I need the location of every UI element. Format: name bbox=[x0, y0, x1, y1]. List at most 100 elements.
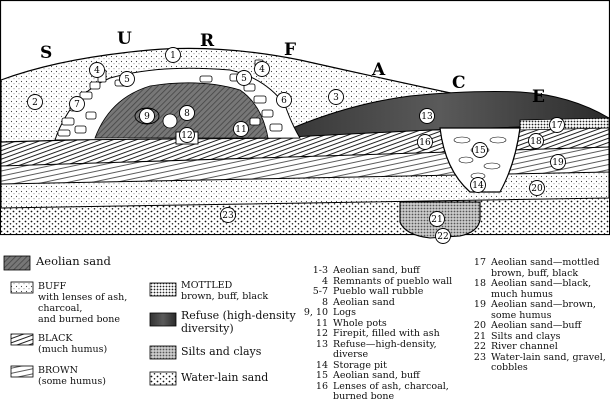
svg-text:4: 4 bbox=[94, 66, 100, 76]
key-number: 19 bbox=[473, 299, 486, 310]
key-text: Firepit, filled with ash bbox=[333, 328, 440, 339]
key-row: diverse bbox=[300, 349, 480, 361]
key-text: brown, buff, black bbox=[491, 267, 579, 279]
key-text: Lenses of ash, charcoal, bbox=[333, 380, 449, 392]
svg-text:11: 11 bbox=[235, 125, 246, 135]
key-row: 13 Refuse—high-density, bbox=[300, 338, 480, 351]
svg-text:1: 1 bbox=[170, 51, 176, 61]
feature-marker-2: 2 bbox=[27, 94, 43, 110]
surface-letter: A bbox=[371, 60, 386, 80]
key-number: 14 bbox=[315, 359, 328, 371]
svg-text:5: 5 bbox=[241, 74, 247, 84]
key-number: 18 bbox=[473, 278, 486, 289]
feature-marker-13: 13 bbox=[419, 108, 435, 124]
key-row: 19 Aeolian sand—brown, bbox=[458, 299, 608, 311]
svg-text:7: 7 bbox=[74, 100, 80, 110]
key-row: much humus bbox=[458, 289, 608, 301]
feature-marker-15: 15 bbox=[472, 142, 488, 158]
feature-marker-21: 21 bbox=[429, 211, 445, 227]
feature-marker-8: 8 bbox=[179, 105, 195, 121]
svg-text:2: 2 bbox=[32, 98, 38, 108]
key-text: Aeolian sand, buff bbox=[333, 265, 420, 276]
feature-marker-5-right: 5 bbox=[236, 70, 252, 86]
svg-text:17: 17 bbox=[551, 121, 563, 131]
feature-marker-6: 6 bbox=[276, 92, 292, 108]
key-row: burned bone bbox=[300, 391, 480, 403]
feature-marker-23: 23 bbox=[220, 207, 236, 223]
surface-label: S U R F A C E bbox=[40, 29, 545, 107]
svg-text:13: 13 bbox=[421, 112, 433, 122]
key-number: 16 bbox=[315, 380, 328, 392]
key-text: cobbles bbox=[491, 362, 528, 373]
key-row: some humus bbox=[458, 309, 608, 322]
feature-marker-5: 5 bbox=[119, 71, 135, 87]
key-text: Silts and clays bbox=[491, 330, 561, 342]
surface-letter: F bbox=[284, 40, 296, 60]
key-number: 9, 10 bbox=[303, 307, 328, 318]
key-text: Aeolian sand—buff bbox=[491, 320, 582, 331]
key-number: 1-3 bbox=[312, 265, 328, 276]
feature-marker-7: 7 bbox=[69, 96, 85, 112]
feature-marker-4: 4 bbox=[89, 62, 105, 78]
key-row: 16 Lenses of ash, charcoal, bbox=[300, 380, 480, 393]
svg-text:14: 14 bbox=[472, 181, 484, 191]
feature-marker-20: 20 bbox=[529, 180, 545, 196]
key-text: diverse bbox=[333, 349, 369, 360]
key-number: 12 bbox=[315, 328, 328, 339]
whole-pot bbox=[162, 113, 178, 129]
key-number: 21 bbox=[473, 330, 486, 342]
svg-text:18: 18 bbox=[530, 137, 542, 147]
surface-letter: S bbox=[40, 43, 52, 63]
key-number: 15 bbox=[315, 370, 328, 381]
svg-text:20: 20 bbox=[531, 184, 543, 194]
surface-letter: U bbox=[117, 29, 132, 49]
key-row: 8 Aeolian sand bbox=[300, 296, 480, 309]
key-number: 22 bbox=[473, 341, 486, 352]
feature-marker-17: 17 bbox=[549, 117, 565, 133]
key-row: 14 Storage pit bbox=[300, 359, 480, 372]
svg-text:6: 6 bbox=[281, 96, 287, 106]
key-text: Aeolian sand bbox=[333, 296, 395, 308]
legend-swatches bbox=[3, 255, 177, 386]
svg-text:23: 23 bbox=[222, 211, 234, 221]
key-number: 5-7 bbox=[312, 286, 328, 297]
svg-text:21: 21 bbox=[431, 215, 442, 225]
log-9 bbox=[134, 107, 160, 125]
surface-letter: C bbox=[452, 73, 466, 93]
svg-text:8: 8 bbox=[184, 109, 190, 119]
svg-text:5: 5 bbox=[124, 75, 130, 85]
svg-text:16: 16 bbox=[419, 138, 431, 148]
surface-letter: R bbox=[200, 31, 215, 51]
key-number: 13 bbox=[315, 338, 328, 350]
feature-marker-11: 11 bbox=[233, 121, 249, 137]
key-number: 11 bbox=[315, 317, 328, 329]
key-text: Remnants of pueblo wall bbox=[333, 275, 453, 287]
key-row: cobbles bbox=[458, 362, 608, 374]
key-text: Aeolian sand—mottled bbox=[491, 257, 600, 268]
key-number: 20 bbox=[473, 320, 486, 331]
surface-letter: E bbox=[532, 87, 545, 107]
feature-marker-3: 3 bbox=[328, 89, 344, 105]
key-number: 23 bbox=[473, 351, 486, 363]
key-text: Refuse—high-density, bbox=[333, 338, 437, 350]
key-number: 8 bbox=[321, 296, 328, 308]
feature-marker-19: 19 bbox=[550, 154, 566, 170]
key-text: Aeolian sand, buff bbox=[333, 370, 420, 381]
feature-marker-1: 1 bbox=[165, 47, 181, 63]
feature-marker-22: 22 bbox=[435, 228, 451, 244]
key-text: Storage pit bbox=[333, 359, 387, 371]
feature-marker-9: 9 bbox=[139, 108, 155, 124]
key-row: brown, buff, black bbox=[458, 267, 608, 280]
svg-text:4: 4 bbox=[259, 65, 265, 75]
key-text: Aeolian sand—brown, bbox=[491, 299, 596, 310]
key-text: some humus bbox=[491, 309, 552, 321]
key-row: 1-3 Aeolian sand, buff bbox=[300, 265, 480, 277]
